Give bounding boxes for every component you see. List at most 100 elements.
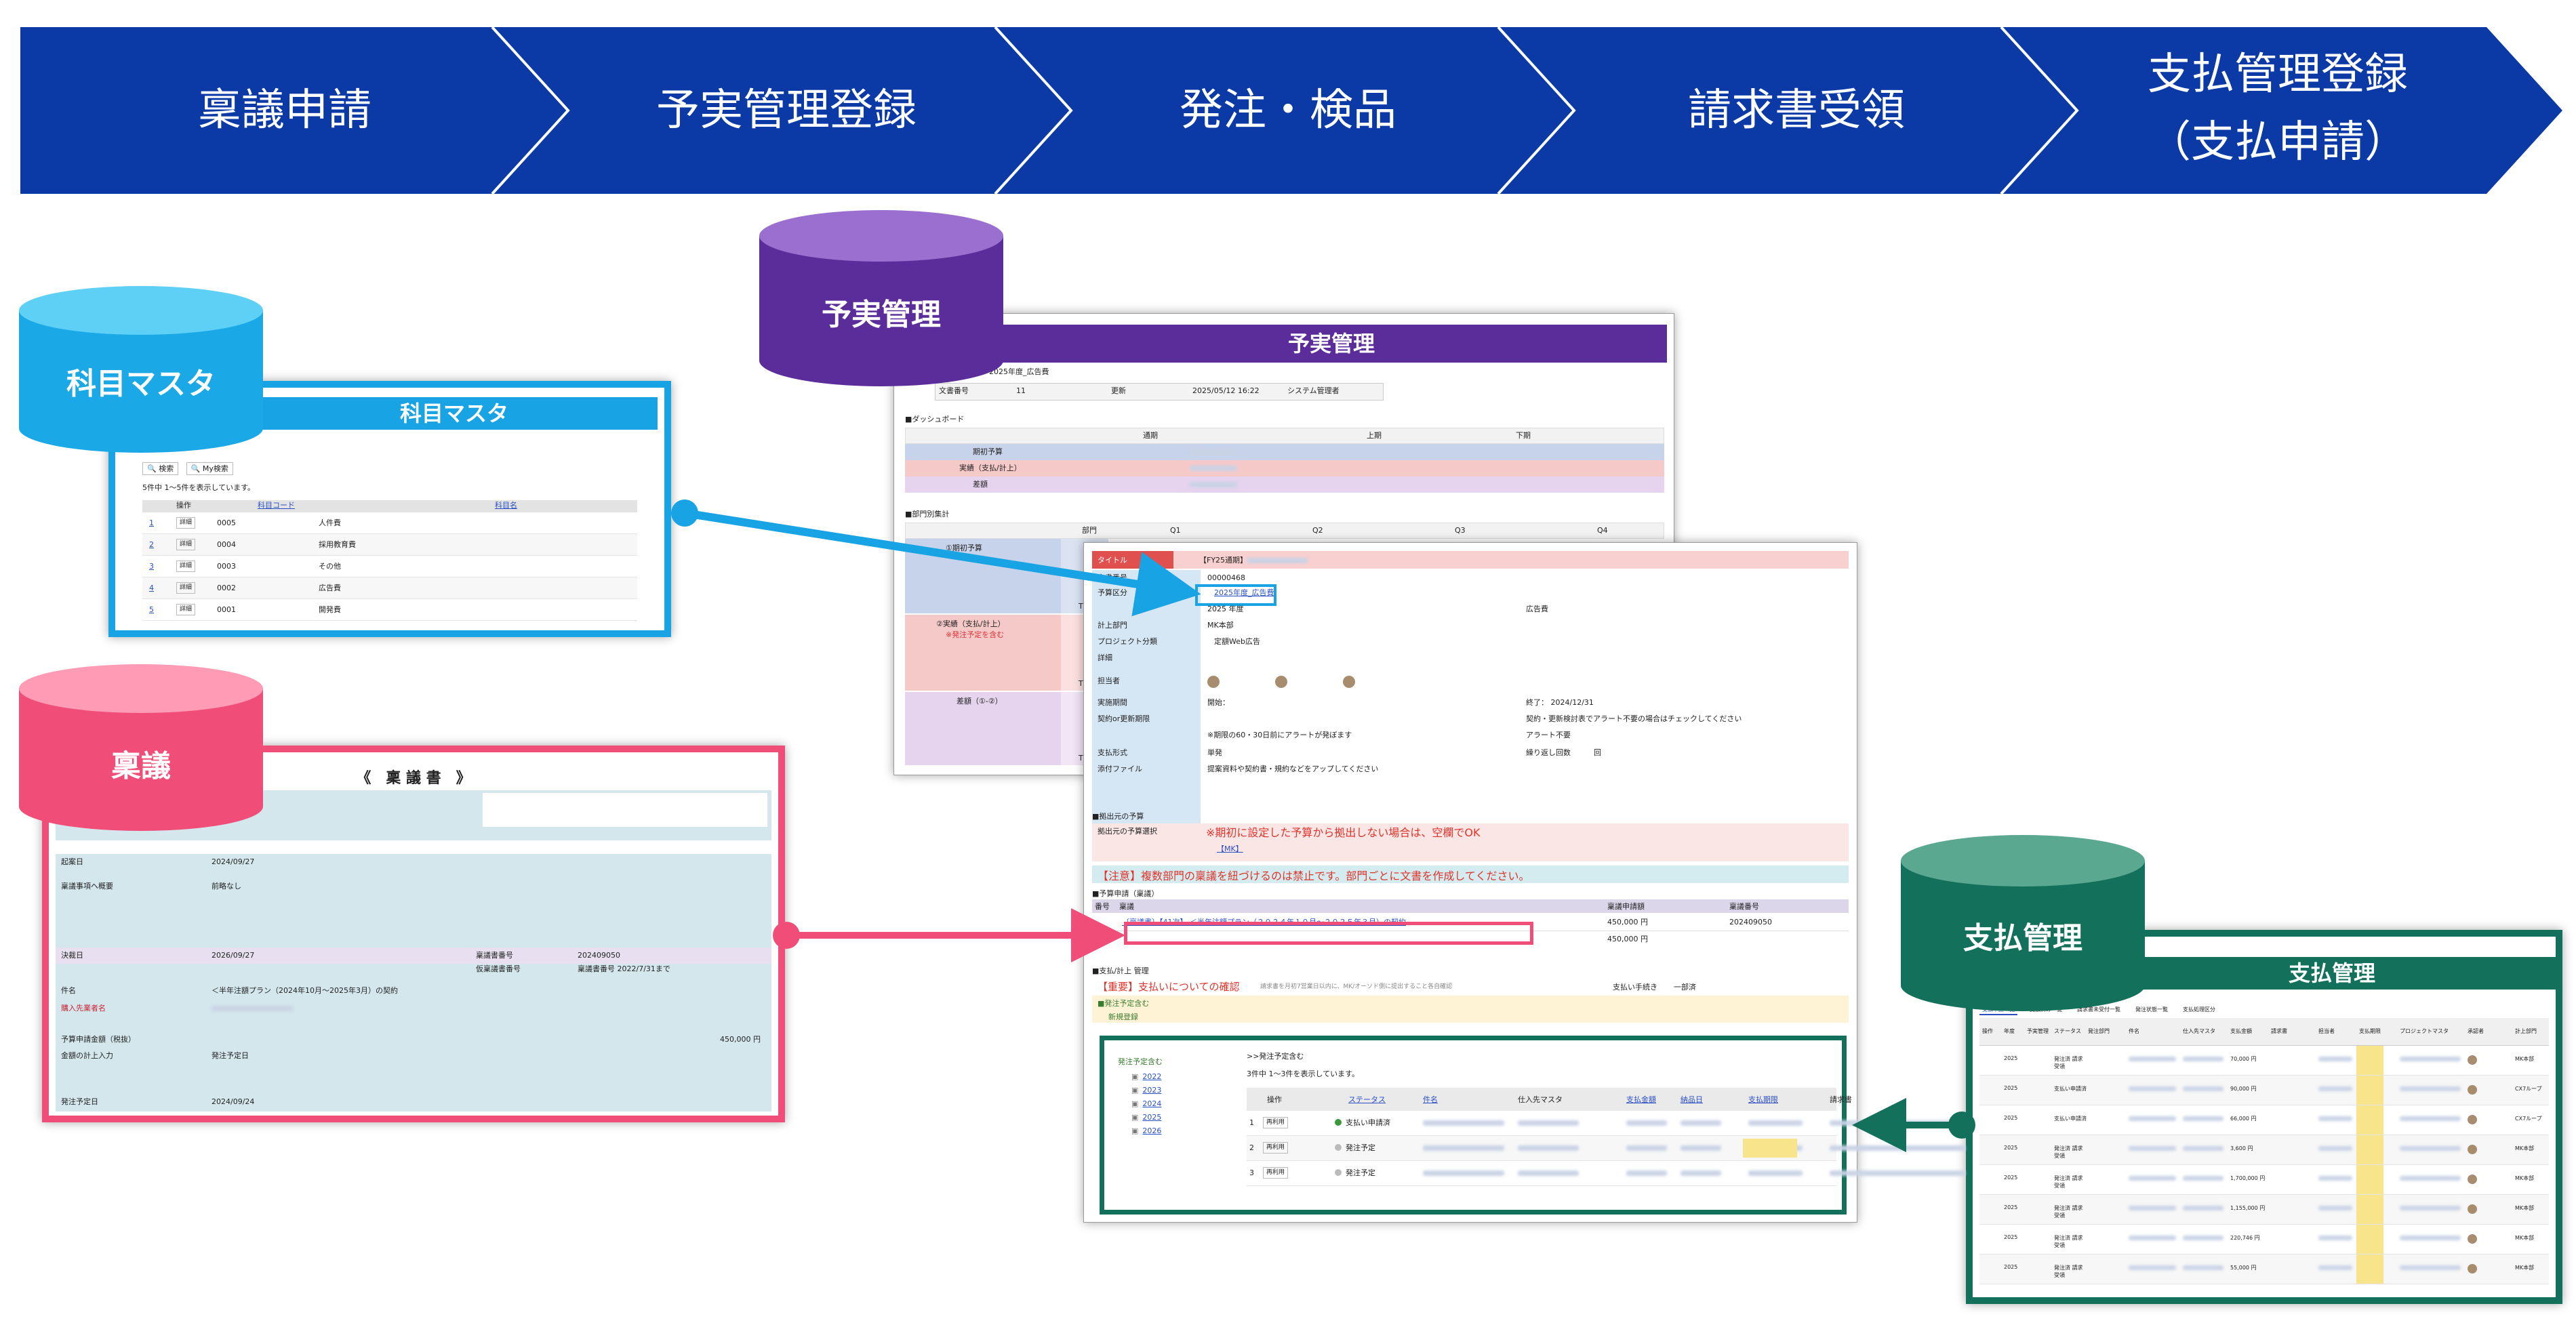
tree-year-item[interactable]: ▣2023 — [1131, 1086, 1162, 1095]
order-col-header[interactable]: 支払期限 — [1748, 1095, 1778, 1104]
dashboard-label: ■ダッシュボード — [905, 415, 965, 424]
shiharai-col-header: 承認者 — [2468, 1028, 2484, 1034]
kamoku-db-label: 科目マスタ — [66, 367, 216, 401]
multi-dept-notice: 【注意】複数部門の稟議を紐づけるのは禁止です。部門ごとに文書を作成してください。 — [1098, 870, 1530, 882]
redacted-cell — [2183, 1265, 2223, 1270]
pay-status: 発注済 請求受領 — [2054, 1056, 2083, 1069]
source-budget-link[interactable]: 【MK】 — [1217, 844, 1243, 853]
tab-2[interactable]: 請求書未受付一覧 — [2077, 1006, 2120, 1013]
redacted-cell — [2318, 1057, 2352, 1061]
order-col-header[interactable]: 件名 — [1423, 1095, 1438, 1104]
row-number-link[interactable]: 4 — [149, 584, 154, 592]
row-number-link[interactable]: 1 — [149, 518, 154, 527]
order-col-header[interactable]: 納品日 — [1681, 1095, 1703, 1104]
deadline-highlight — [2356, 1195, 2383, 1224]
tab-3[interactable]: 発注状態一覧 — [2135, 1006, 2168, 1013]
kamoku-code: 0002 — [217, 584, 236, 592]
redacted-cell — [2318, 1236, 2352, 1240]
search-button[interactable]: 🔍 検索 — [142, 462, 179, 475]
new-register-button[interactable]: 新規登録 — [1108, 1013, 1138, 1021]
shiharai-col-header: 年度 — [2004, 1028, 2015, 1034]
row-number-link[interactable]: 5 — [149, 605, 154, 614]
status-dot-icon — [1335, 1144, 1342, 1151]
redacted-cell — [1748, 1170, 1803, 1176]
row-number-link[interactable]: 2 — [149, 540, 154, 549]
detail-button[interactable]: 詳細 — [176, 517, 196, 529]
reuse-button[interactable]: 再利用 — [1263, 1117, 1289, 1128]
shiharai-connector — [1852, 1098, 1975, 1152]
redacted-cell — [2318, 1206, 2352, 1210]
yojitsu-panel-title: 予実管理 — [996, 325, 1667, 363]
ringi-connector — [773, 908, 1125, 962]
shiharai-col-header: プロジェクトマスタ — [2400, 1028, 2449, 1034]
pay-dept: MK本部 — [2515, 1145, 2535, 1151]
my-search-button[interactable]: 🔍 My検索 — [186, 462, 233, 475]
yojitsu-doc-title: 2025年度_広告費 — [989, 367, 1049, 376]
flow-arrow-4 — [1498, 27, 2077, 194]
redacted-cell — [2318, 1086, 2352, 1091]
dept-summary-label: ■部門別集計 — [905, 510, 950, 518]
redacted-cell — [1518, 1120, 1579, 1126]
detail-button[interactable]: 詳細 — [176, 560, 196, 572]
detail-button[interactable]: 詳細 — [176, 604, 196, 615]
redacted-cell — [2129, 1265, 2176, 1270]
pay-dept: MK本部 — [2515, 1205, 2535, 1211]
reuse-button[interactable]: 再利用 — [1263, 1167, 1289, 1179]
reuse-button[interactable]: 再利用 — [1263, 1142, 1289, 1154]
redacted-cell — [2400, 1176, 2461, 1181]
redacted-cell — [2400, 1206, 2461, 1210]
pay-amount: 3,600 円 — [2230, 1145, 2253, 1151]
pay-amount: 1,155,000 円 — [2230, 1205, 2266, 1211]
redacted-cell — [1748, 1120, 1803, 1126]
kamoku-db-icon — [19, 286, 263, 453]
order-tree-root[interactable]: 発注予定含む — [1118, 1057, 1163, 1066]
deadline-highlight — [2356, 1105, 2383, 1135]
deadline-highlight — [2356, 1225, 2383, 1254]
pay-status: 発注済 請求受領 — [2054, 1145, 2083, 1159]
redacted-cell — [2183, 1116, 2223, 1121]
year-tree: ▣2022 ▣2023 ▣2024 ▣2025 ▣2026 — [1131, 1072, 1213, 1139]
kamoku-count: 5件中 1～5件を表示しています。 — [142, 483, 256, 492]
pay-dept: MK本部 — [2515, 1235, 2535, 1241]
redacted-cell — [2129, 1176, 2176, 1181]
status-dot-icon — [1335, 1169, 1342, 1176]
tree-year-item[interactable]: ▣2025 — [1131, 1113, 1162, 1122]
flow-step-5: 支払管理登録 — [2148, 49, 2408, 100]
kamoku-connector — [671, 500, 1201, 617]
order-col-header[interactable]: 支払金額 — [1626, 1095, 1656, 1104]
tree-year-item[interactable]: ▣2022 — [1131, 1072, 1162, 1081]
redacted-cell — [2400, 1146, 2461, 1151]
shiharai-col-header: 仕入先マスタ — [2183, 1028, 2215, 1034]
shiharai-db-label: 支払管理 — [1963, 921, 2082, 956]
kamoku-name: 人件費 — [319, 518, 341, 527]
tree-year-item[interactable]: ▣2026 — [1131, 1126, 1162, 1135]
detail-button[interactable]: 詳細 — [176, 582, 196, 594]
order-col-header: 操作 — [1267, 1095, 1282, 1104]
shiharai-col-header: 計上部門 — [2515, 1028, 2537, 1034]
detail-button[interactable]: 詳細 — [176, 539, 196, 550]
order-col-header[interactable]: ステータス — [1348, 1095, 1386, 1104]
kamoku-name: その他 — [319, 562, 341, 571]
pay-amount: 70,000 円 — [2230, 1056, 2257, 1062]
tree-year-item[interactable]: ▣2024 — [1131, 1099, 1162, 1108]
budget-link[interactable]: 2025年度_広告費 — [1214, 588, 1274, 597]
pay-dept: CX7ループ — [2515, 1116, 2542, 1122]
row-number-link[interactable]: 3 — [149, 562, 154, 571]
redacted-cell — [2400, 1236, 2461, 1240]
redacted-cell — [2129, 1206, 2176, 1210]
shiharai-col-header: 発注部門 — [2088, 1028, 2110, 1034]
deadline-highlight — [2356, 1076, 2383, 1105]
folder-icon: ▣ — [1131, 1126, 1139, 1135]
tab-4[interactable]: 支払処理区分 — [2183, 1006, 2215, 1013]
redacted-cell — [2183, 1146, 2223, 1151]
avatar — [2468, 1234, 2477, 1244]
deadline-highlight — [2356, 1046, 2383, 1075]
redacted-cell — [1681, 1170, 1721, 1176]
shiharai-db-icon — [1901, 835, 2145, 1011]
redacted-cell — [1681, 1120, 1721, 1126]
shiharai-col-header: 操作 — [1982, 1028, 1993, 1034]
